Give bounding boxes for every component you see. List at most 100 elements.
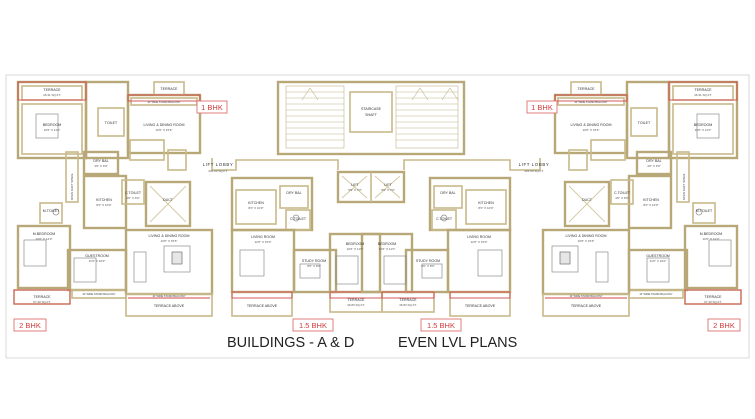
unit-tag-15bhk-left: 1.5 BHK (292, 318, 334, 332)
living-top-right-label: LIVING & DINING ROOM (571, 123, 612, 127)
terrace-above-cl-label: TERRACE ABOVE (247, 304, 278, 308)
bedroom-top-left-label: BEDROOM (43, 123, 62, 127)
living-dining-right-label: LIVING & DINING ROOM (566, 234, 607, 238)
terrace-above-right-label: TERRACE ABOVE (571, 304, 602, 308)
ctoilet-right-dim: 4'0" X 6'6" (615, 196, 629, 200)
kitchen-right-dim: 8'0" X 10'0" (643, 203, 658, 207)
living-cl-dim: 12'0" X 15'0" (255, 240, 272, 244)
terrace-top-right-area: 46.31 SQ.FT. (694, 93, 712, 97)
lift-lobby-left-label: LIFT LOBBY (203, 162, 234, 167)
unit-tag-1bhk-right: 1 BHK (526, 100, 558, 114)
shaft-label: SHAFT (365, 113, 378, 117)
kitchen-cl-dim: 8'0" X 10'0" (248, 206, 263, 210)
drybal-cr-label: DRY BAL (440, 191, 455, 195)
living-dining-left-label: LIVING & DINING ROOM (149, 234, 190, 238)
unit-tag-2bhk-right: 2 BHK (707, 318, 741, 332)
unit-tag-15bhk-right: 1.5 BHK (420, 318, 462, 332)
mbedroom-right-label: M.BEDROOM (700, 232, 723, 236)
terrace-bottom-left-label: TERRACE (33, 295, 51, 299)
duct-vertical-left: OPEN DUCT SPACE (70, 173, 74, 200)
balcony-bottom-left-label: 10' WIDE STAND BALCONY (82, 292, 116, 296)
bedroom-cr-label: BEDROOM (378, 242, 397, 246)
mbedroom-right-dim: 10'0" X 12'0" (703, 237, 720, 241)
unit-tag-2bhk-left-text: 2 BHK (19, 321, 41, 330)
terrace-cl-area: 46.83 SQ.FT. (347, 303, 365, 307)
bedroom-cr-dim: 10'6" X 11'0" (379, 247, 396, 251)
lift-a-dim: 5'9" X 7'0" (348, 188, 362, 192)
living-dining-right-dim: 10'6" X 15'6" (578, 239, 595, 243)
lift-b-label: LIFT (384, 183, 392, 187)
toilet-top-right-label: TOILET (638, 121, 651, 125)
kitchen-left-label: KITCHEN (96, 198, 112, 202)
caption-buildings: BUILDINGS - A & D (227, 335, 354, 351)
left-wing (13, 80, 214, 317)
terrace-above-left-label: TERRACE ABOVE (154, 304, 185, 308)
terrace-bottom-right-area: 67.40 SQ.FT. (704, 300, 722, 304)
toilet-top-left-label: TOILET (105, 121, 118, 125)
dry-bal-right-dim: 4'0" X 6'0" (647, 164, 661, 168)
lift-lobby-right-label: LIFT LOBBY (519, 162, 550, 167)
unit-tag-1bhk-left: 1 BHK (196, 100, 228, 114)
balcony-bottom-right-label: 10' WIDE STAND BALCONY (639, 292, 673, 296)
sheet-border (5, 74, 750, 359)
living-top-left-label: LIVING & DINING ROOM (144, 123, 185, 127)
kitchen-cr-label: KITCHEN (478, 201, 494, 205)
mtoilet-right-label: M.TOILET (696, 209, 713, 213)
living-top-left-dim: 10'6" X 15'6" (156, 128, 173, 132)
kitchen-cr-dim: 8'0" X 10'0" (478, 206, 493, 210)
right-wing (541, 80, 742, 317)
living-cr-dim: 12'0" X 15'0" (471, 240, 488, 244)
bedroom-top-right-label: BEDROOM (694, 123, 713, 127)
duct-vertical-right: OPEN DUCT SPACE (682, 173, 686, 200)
living-cl-label: LIVING ROOM (251, 235, 275, 239)
unit-tag-1bhk-left-text: 1 BHK (201, 103, 223, 112)
terrace-top-small-left: TERRACE (160, 87, 178, 91)
ctoilet-left-label: C.TOILET (125, 191, 142, 195)
unit-tag-15bhk-right-text: 1.5 BHK (427, 321, 455, 330)
study-cl-dim: 8'0" X 8'6" (307, 264, 321, 268)
terrace-cr-area: 46.83 SQ.FT. (399, 303, 417, 307)
terrace-cl-label: TERRACE (347, 298, 365, 302)
ctoilet-right-label: C.TOILET (614, 191, 631, 195)
study-cl-label: STUDY ROOM (302, 259, 326, 263)
kitchen-cl-label: KITCHEN (248, 201, 264, 205)
terrace-bottom-right-label: TERRACE (704, 295, 722, 299)
balcony-top-left-label: 10' WIDE STAND BALCONY (147, 100, 181, 104)
dry-bal-right-label: DRY BAL (646, 159, 661, 163)
study-cr-label: STUDY ROOM (416, 259, 440, 263)
bedroom-top-right-dim: 10'6" X 11'0" (695, 128, 712, 132)
mbedroom-left-dim: 10'0" X 12'0" (36, 237, 53, 241)
bedroom-cl-label: BEDROOM (346, 242, 365, 246)
staircase-label: STAIRCASE (361, 107, 382, 111)
duct-right-label: DUCT (582, 198, 593, 202)
lift-a-label: LIFT (351, 183, 359, 187)
balcony-top-right-label: 10' WIDE STAND BALCONY (574, 100, 608, 104)
right-centre-unit (360, 176, 512, 317)
balcony-bottom-left2-label: 10' WIDE STAND BALCONY (152, 294, 186, 298)
dry-bal-left-dim: 4'0" X 6'0" (94, 164, 108, 168)
drybal-cl-label: DRY BAL (286, 191, 301, 195)
mtoilet-left-label: M.TOILET (43, 209, 60, 213)
unit-tag-2bhk-right-text: 2 BHK (713, 321, 735, 330)
unit-tag-1bhk-right-text: 1 BHK (531, 103, 553, 112)
dry-bal-left-label: DRY BAL (93, 159, 108, 163)
central-core (211, 80, 541, 204)
kitchen-left-dim: 8'0" X 10'0" (96, 203, 111, 207)
furniture (23, 113, 732, 285)
living-cr-label: LIVING ROOM (467, 235, 491, 239)
guestroom-left-dim: 11'0" X 10'0" (89, 259, 106, 263)
kitchen-right-label: KITCHEN (643, 198, 659, 202)
balcony-bottom-right2-label: 10' WIDE STAND BALCONY (569, 294, 603, 298)
ctoilet-cl-label: C.TOILET (290, 217, 307, 221)
ctoilet-left-dim: 4'0" X 6'6" (126, 196, 140, 200)
lift-b-dim: 5'9" X 7'0" (381, 188, 395, 192)
guestroom-right-label: GUESTROOM (646, 254, 670, 258)
living-top-right-dim: 10'6" X 15'6" (583, 128, 600, 132)
terrace-top-left-label: TERRACE (43, 88, 61, 92)
mbedroom-left-label: M.BEDROOM (33, 232, 56, 236)
unit-tag-2bhk-left: 2 BHK (13, 318, 47, 332)
ctoilet-cr-label: C.TOILET (436, 217, 453, 221)
study-cr-dim: 8'0" X 8'6" (421, 264, 435, 268)
lift-lobby-right-area: 225.00 SQ.FT. (524, 169, 544, 173)
